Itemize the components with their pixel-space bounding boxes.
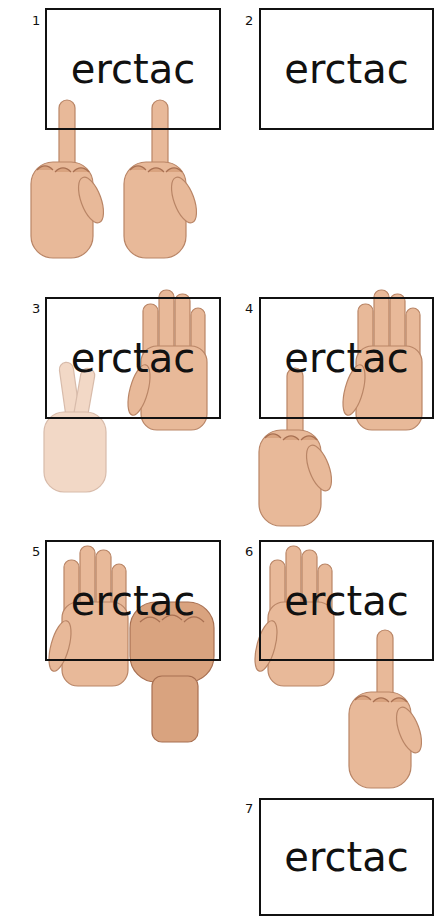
panel-box: erctac [259, 798, 434, 916]
pointing-hand [349, 630, 427, 788]
panel-box: erctac [45, 540, 221, 661]
panel-word: erctac [284, 837, 408, 877]
panel-word: erctac [71, 49, 195, 89]
pointing-hand [124, 100, 202, 258]
pointing-hand [31, 100, 109, 258]
panel-number: 3 [32, 302, 40, 315]
panel-number: 4 [245, 302, 253, 315]
panel-word: erctac [71, 338, 195, 378]
panel-box: erctac [45, 297, 221, 419]
panel-word: erctac [71, 581, 195, 621]
panel-word: erctac [284, 581, 408, 621]
panel-word: erctac [284, 338, 408, 378]
fist [130, 602, 214, 742]
crossed-hand [44, 361, 106, 492]
panel-number: 5 [32, 545, 40, 558]
panel-box: erctac [259, 540, 434, 661]
panel-box: erctac [45, 8, 221, 130]
panel-number: 2 [245, 14, 253, 27]
panel-box: erctac [259, 297, 434, 419]
panel-number: 6 [245, 545, 253, 558]
panel-box: erctac [259, 8, 434, 130]
panel-number: 7 [245, 802, 253, 815]
panel-number: 1 [32, 14, 40, 27]
pointing-hand [259, 368, 337, 526]
panel-word: erctac [284, 49, 408, 89]
